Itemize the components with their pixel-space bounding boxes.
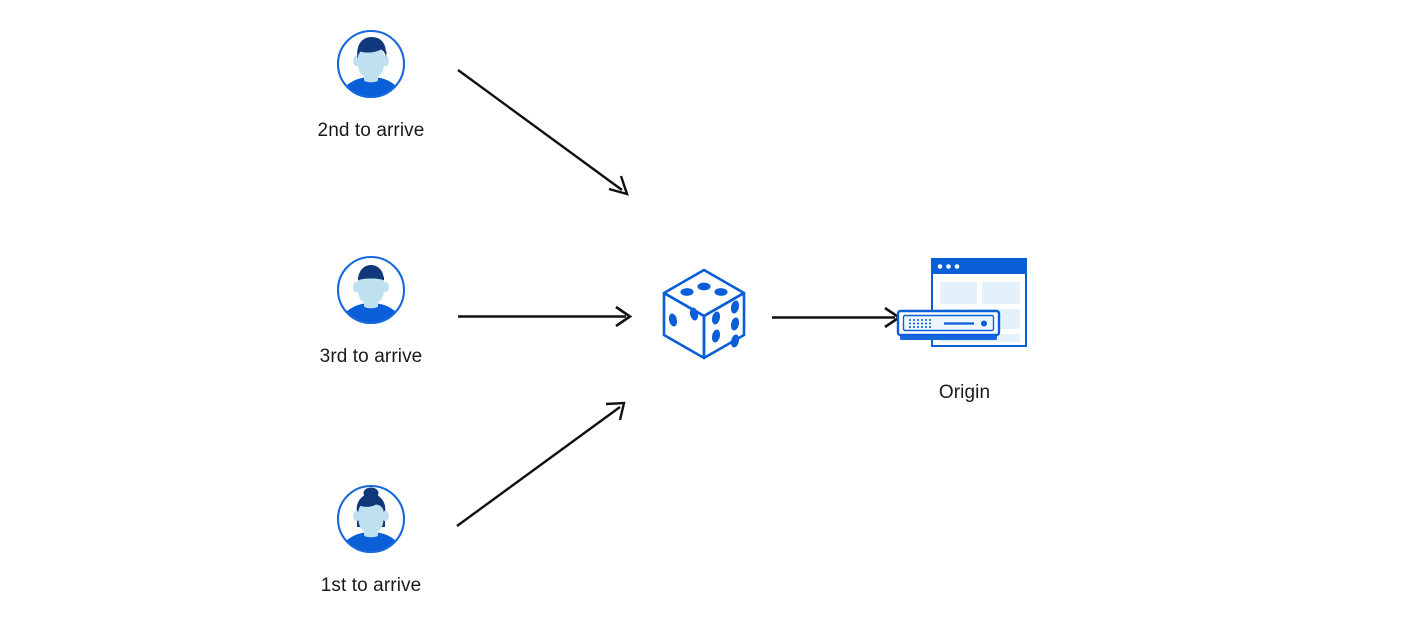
node-origin[interactable]: Origin [892,252,1037,402]
user-avatar-icon [335,254,407,326]
node-label-client-1st: 1st to arrive [320,575,422,596]
arrow-1st-to-dice [456,401,626,527]
node-label-origin: Origin [938,382,991,403]
user-avatar-icon [335,28,407,100]
origin-server-icon [892,252,1037,362]
node-label-client-3rd: 3rd to arrive [319,346,423,367]
node-client-2nd[interactable]: 2nd to arrive [311,28,431,140]
node-client-1st[interactable]: 1st to arrive [311,483,431,595]
node-dice[interactable] [656,264,752,364]
arrow-3rd-to-dice [458,305,633,328]
arrow-dice-to-origin [772,306,902,329]
user-avatar-icon [335,483,407,555]
node-client-3rd[interactable]: 3rd to arrive [311,254,431,366]
arrow-2nd-to-dice [457,69,629,196]
server-device-icon [896,309,1001,340]
dice-icon [656,264,752,364]
node-label-client-2nd: 2nd to arrive [317,120,425,141]
